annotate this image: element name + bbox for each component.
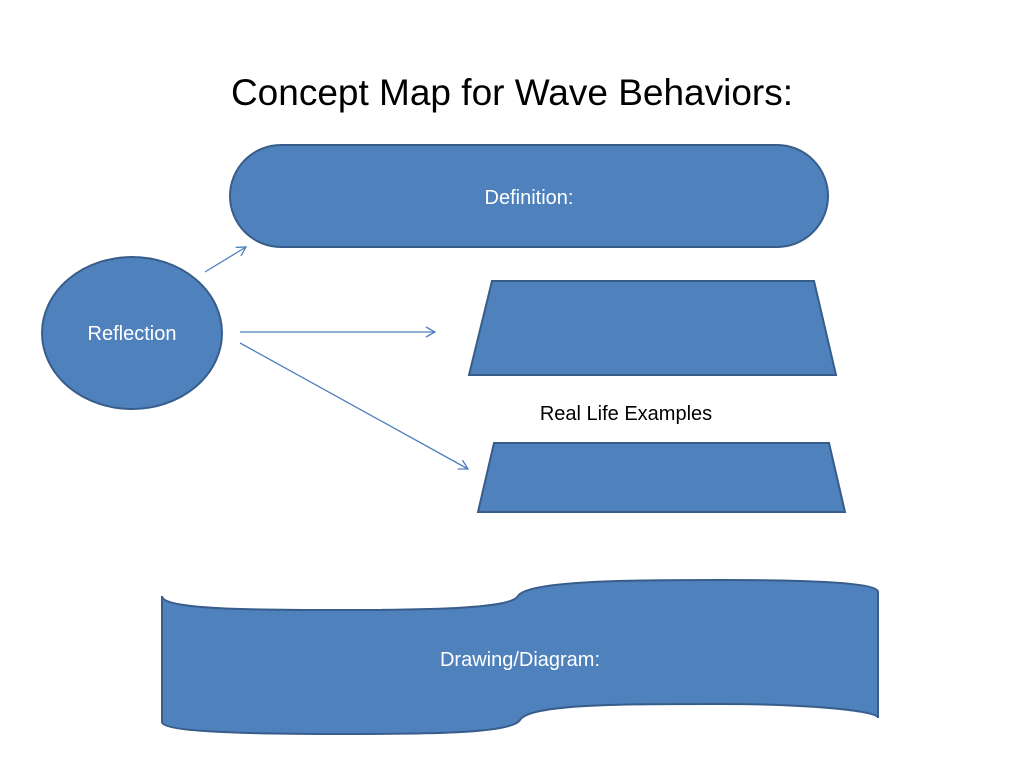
definition-node: Definition:: [229, 144, 829, 248]
drawing-shape: [161, 578, 879, 736]
arrow-to-definition: [204, 246, 248, 273]
reflection-label: Reflection: [88, 323, 177, 345]
slide-title: Concept Map for Wave Behaviors:: [230, 72, 794, 113]
reflection-node: Reflection: [41, 256, 223, 410]
example-box-2-node: [476, 442, 847, 513]
drawing-label: Drawing/Diagram:: [440, 649, 600, 671]
definition-shape: [229, 144, 829, 248]
example-box-2-shape: [476, 442, 847, 513]
drawing-node: Drawing/Diagram:: [161, 578, 879, 736]
arrow-to-example-box-2: [239, 342, 470, 470]
reflection-shape: [41, 256, 223, 410]
examples-caption: Real Life Examples: [540, 403, 712, 425]
definition-label: Definition:: [485, 187, 574, 209]
example-box-1-shape: [467, 280, 838, 376]
example-box-1-node: [467, 280, 838, 376]
